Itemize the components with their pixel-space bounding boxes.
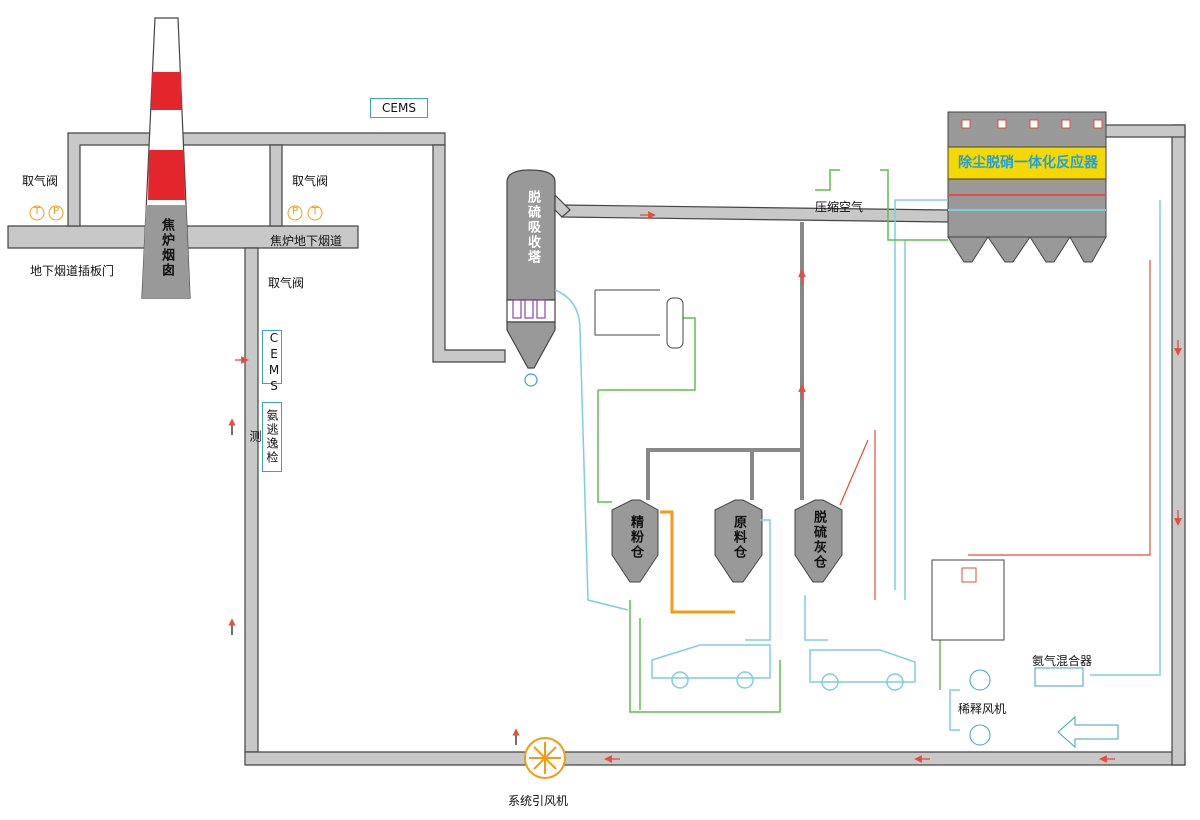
tanker-trucks <box>651 644 916 691</box>
flue-gate-label: 地下烟道插板门 <box>30 264 115 278</box>
ammonia-mixer-label: 氨气混合器 <box>1032 654 1093 668</box>
dilution-fans <box>969 669 991 746</box>
air-tank <box>594 289 684 349</box>
powder-transfer-line <box>660 510 735 614</box>
pressure-gauge-symbol-2: P <box>292 206 299 217</box>
system-fan-label: 系统引风机 <box>508 794 569 808</box>
conveying-lines <box>646 222 804 500</box>
control-box <box>931 559 1005 641</box>
sample-valve-label-1: 取气阀 <box>22 174 59 188</box>
ammonia-detect-label: 氨逃逸检测 <box>248 402 282 472</box>
coke-flue-label: 焦炉地下烟道 <box>270 234 343 248</box>
cems-top-label: CEMS <box>370 98 428 118</box>
fine-bin-label: 精粉仓 <box>628 515 643 560</box>
system-fan <box>524 737 566 779</box>
ash-bin-label: 脱硫灰仓 <box>811 510 826 570</box>
inlet-arrow <box>1057 715 1119 749</box>
up-arrows <box>228 418 520 745</box>
reactor <box>947 111 1107 263</box>
ammonia-mixer <box>1034 667 1084 687</box>
desulf-tower <box>506 169 571 387</box>
flow-arrows <box>235 211 1182 763</box>
reactor-label: 除尘脱硝一体化反应器 <box>958 155 1098 171</box>
temp-gauge-symbol-2: T <box>312 206 319 217</box>
cems-side-label: CEMS <box>262 330 282 395</box>
desulf-tower-label: 脱硫吸收塔 <box>525 190 540 265</box>
chimney-label: 焦炉烟囱 <box>159 218 174 278</box>
pressure-gauge-symbol-1: P <box>53 206 60 217</box>
storage-bins <box>611 499 843 583</box>
red-feed-lines <box>839 260 1151 600</box>
raw-bin-label: 原料仓 <box>731 515 746 560</box>
chimney <box>141 17 191 299</box>
sample-valve-label-3: 取气阀 <box>268 276 305 290</box>
temp-gauge-symbol-1: T <box>34 206 41 217</box>
compressed-air-label: 压缩空气 <box>815 200 864 214</box>
dilution-fan-label: 稀释风机 <box>958 702 1007 716</box>
ammonia-lines <box>554 199 1161 731</box>
sample-valve-label-2: 取气阀 <box>292 174 329 188</box>
gauges <box>29 205 323 221</box>
